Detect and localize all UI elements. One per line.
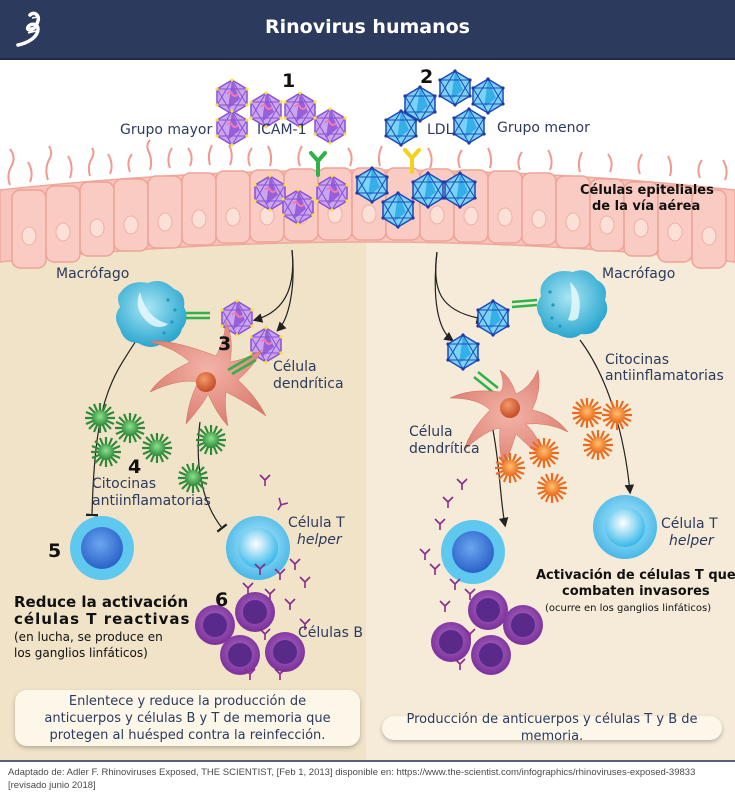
footer-citation: Adaptado de: Adler F. Rhinoviruses Expos… xyxy=(0,760,735,795)
label-reduce-1: Reduce la activación xyxy=(14,593,189,611)
label-t-helper-left-2: helper xyxy=(297,532,342,548)
step-6: 6 xyxy=(215,589,229,611)
summary-right-text: Producción de anticuerpos y células T y … xyxy=(406,712,698,744)
label-icam-1: ICAM-1 xyxy=(257,122,307,138)
step-5: 5 xyxy=(48,540,62,562)
label-citocinas-right-1: Citocinas xyxy=(605,352,670,368)
dendritic-nucleus-right xyxy=(500,398,520,418)
macrophage-left xyxy=(116,281,187,347)
label-celulas-b: Células B xyxy=(298,625,363,641)
label-ldl: LDL xyxy=(427,122,454,138)
label-activacion-1: Activación de células T que xyxy=(536,568,735,583)
step-1: 1 xyxy=(282,70,296,92)
label-reduce-4: los ganglios linfáticos) xyxy=(14,646,148,660)
label-t-helper-right-2: helper xyxy=(669,533,714,549)
page-title: Rinovirus humanos xyxy=(264,16,470,38)
summary-box-left: Enlentece y reduce la producción de anti… xyxy=(15,690,360,746)
citation-line-2: [revisado junio 2018] xyxy=(8,780,96,791)
label-dendritic-left-2: dendrítica xyxy=(273,376,344,392)
citation-line-1: Adaptado de: Adler F. Rhinoviruses Expos… xyxy=(8,767,696,778)
summary-left-text: Enlentece y reduce la producción de anti… xyxy=(44,693,331,743)
label-dendritic-right-1: Célula xyxy=(409,424,453,440)
summary-box-right: Producción de anticuerpos y células T y … xyxy=(382,712,722,744)
label-epithelial-cells-2: de la vía aérea xyxy=(592,199,701,214)
macrophage-receptor-left xyxy=(186,311,210,320)
b-cells-right xyxy=(431,590,543,675)
step-3: 3 xyxy=(218,333,232,355)
label-t-helper-right-1: Célula T xyxy=(661,516,718,532)
b-cells-left xyxy=(195,592,305,675)
label-macrofago-left: Macrófago xyxy=(56,266,130,282)
label-epithelial-cells-1: Células epiteliales xyxy=(580,183,714,198)
cilia xyxy=(7,139,728,186)
label-reduce-2: células T reactivas xyxy=(14,610,191,628)
label-macrofago-right: Macrófago xyxy=(602,266,676,282)
label-reduce-3: (en lucha, se produce en xyxy=(14,630,163,644)
label-activacion-3: (ocurre en los ganglios linfáticos) xyxy=(545,603,712,614)
label-citocinas-left-2: antiinflamatorias xyxy=(92,493,211,509)
label-dendritic-left-1: Célula xyxy=(273,359,317,375)
header-bar: Rinovirus humanos xyxy=(0,0,735,60)
label-citocinas-right-2: antiinflamatorias xyxy=(605,368,724,384)
dendritic-nucleus-left xyxy=(196,372,216,392)
dna-helix-logo-icon xyxy=(16,11,41,47)
label-citocinas-left-1: Citocinas xyxy=(92,476,157,492)
label-grupo-menor: Grupo menor xyxy=(497,120,590,136)
label-grupo-mayor: Grupo mayor xyxy=(120,122,213,138)
label-activacion-2: combaten invasores xyxy=(562,584,710,599)
label-dendritic-right-2: dendrítica xyxy=(409,441,480,457)
macrophage-right xyxy=(537,270,608,338)
step-2: 2 xyxy=(420,66,434,88)
step-4: 4 xyxy=(128,456,142,478)
label-t-helper-left-1: Célula T xyxy=(288,515,345,531)
